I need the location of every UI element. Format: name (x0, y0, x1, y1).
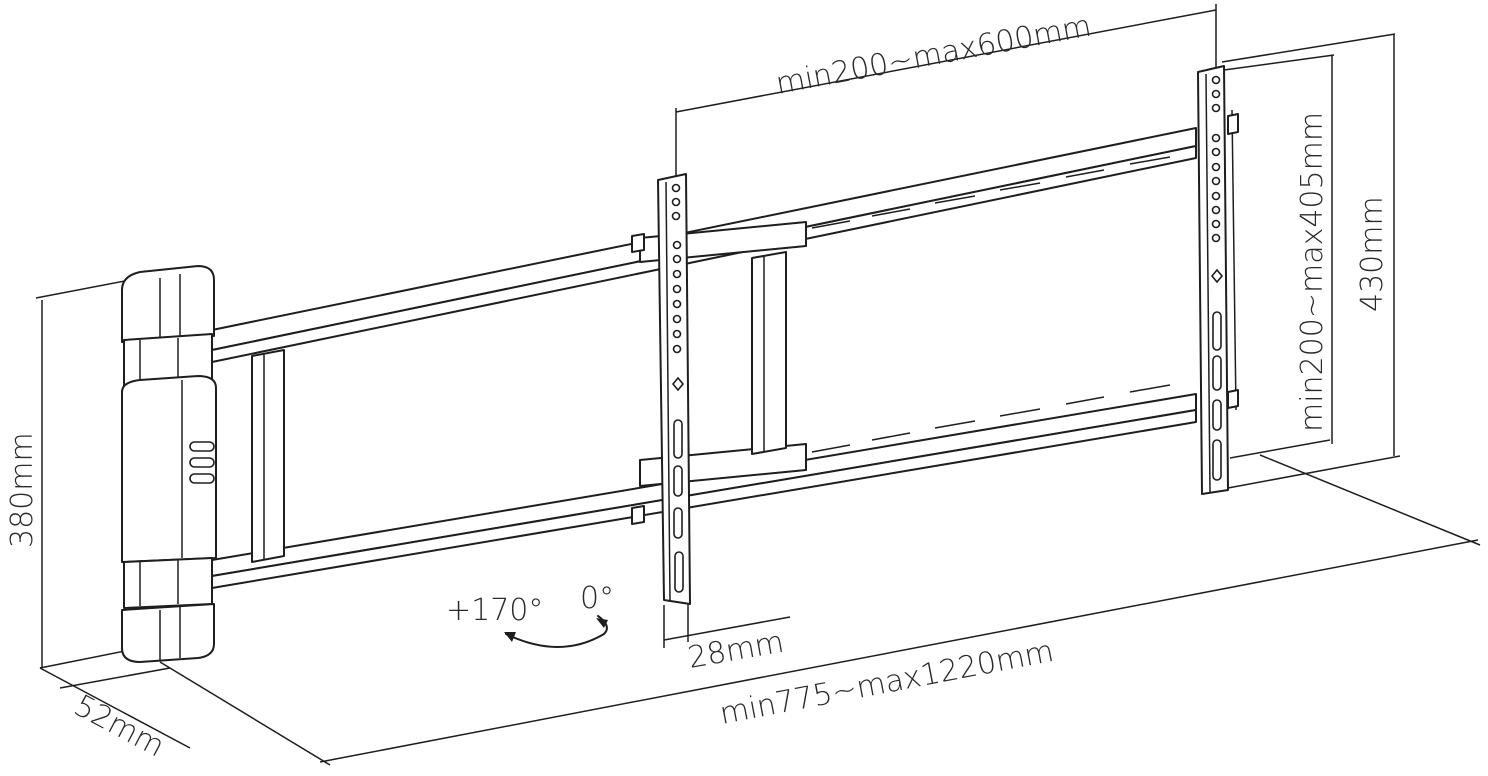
dimension-vesa-height: min200~max405mm (1223, 54, 1335, 444)
left-vesa-bracket (631, 173, 691, 605)
dimension-28mm: 28mm (663, 602, 791, 676)
label-profile-depth: 28mm (685, 625, 786, 676)
dimension-380mm: 380mm (5, 279, 131, 668)
upper-arm (211, 127, 1197, 363)
dimension-bracket-height: 430mm (1221, 33, 1396, 456)
lower-arm (211, 393, 1197, 589)
wall-hinge-column (121, 265, 217, 663)
lower-rail-slots (811, 384, 1171, 453)
center-frame-upright (751, 251, 787, 455)
left-frame-upright (251, 349, 285, 563)
rotation-indicator: +170° 0° (446, 581, 614, 648)
arrowhead-right-icon (596, 618, 608, 628)
upper-rail-slots (811, 156, 1171, 229)
right-vesa-bracket (1197, 65, 1239, 495)
label-vesa-height: min200~max405mm (1295, 112, 1330, 432)
floor-guide-lines (39, 439, 1481, 766)
arrowhead-left-icon (504, 632, 516, 642)
right-bracket-holes (1210, 75, 1224, 481)
left-bracket-holes (671, 183, 685, 593)
vent-slots (189, 441, 215, 484)
label-bracket-height: 430mm (1355, 196, 1390, 312)
label-wall-plate-depth: 52mm (68, 688, 170, 764)
label-wall-plate-height: 380mm (5, 432, 40, 548)
label-vesa-width: min200~max600mm (773, 9, 1094, 102)
label-rotation-min: 0° (580, 581, 614, 616)
label-rotation-max: +170° (446, 593, 543, 628)
